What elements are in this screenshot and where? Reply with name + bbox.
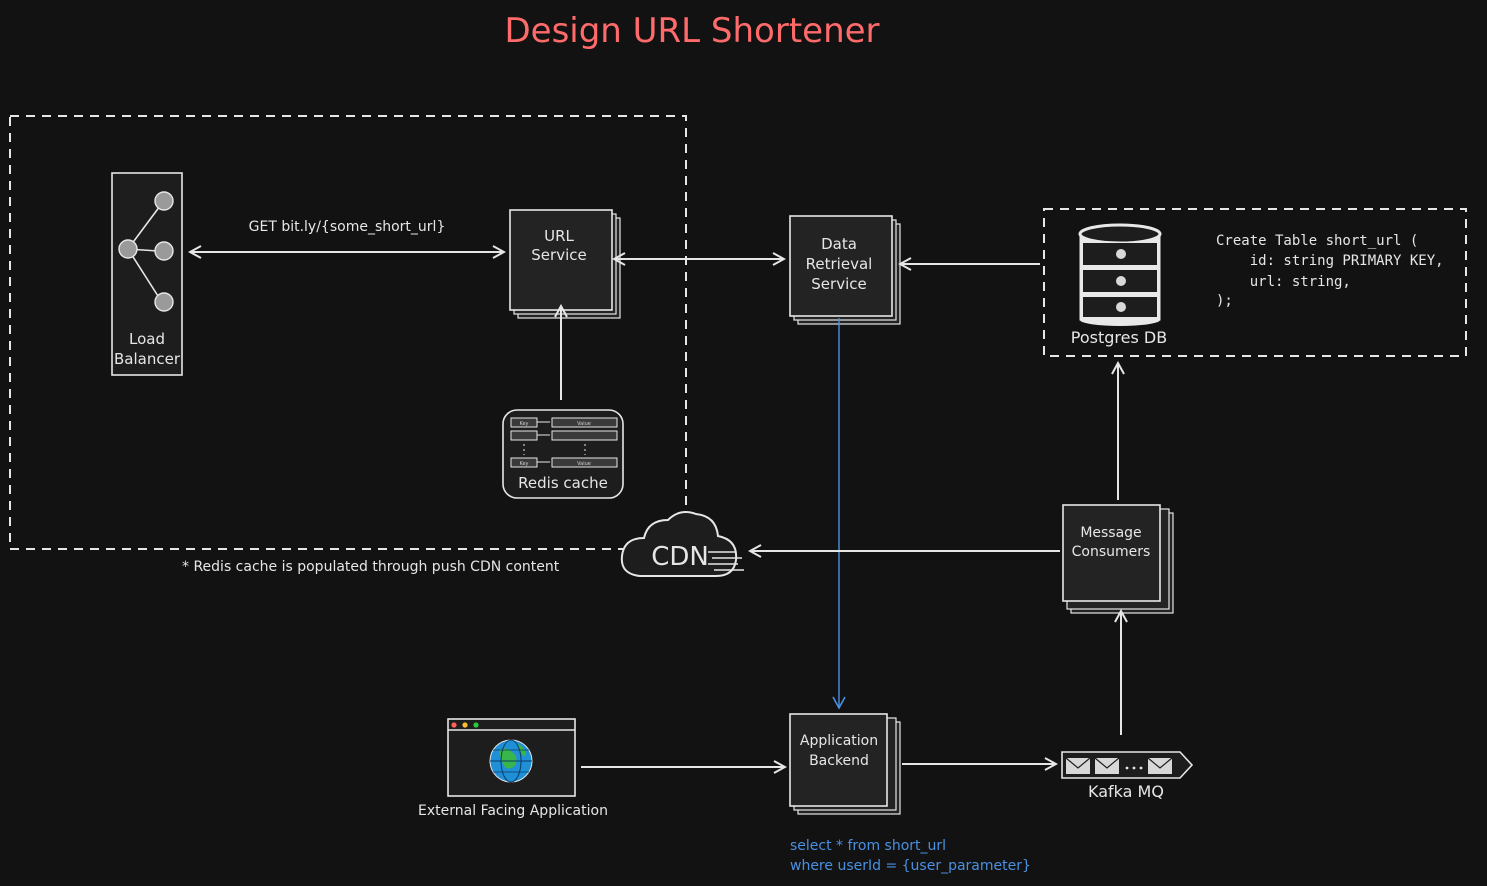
data-retrieval-label-1: Data bbox=[821, 235, 857, 253]
message-consumers-label-2: Consumers bbox=[1072, 544, 1151, 560]
globe-icon bbox=[489, 739, 533, 783]
load-balancer-icon bbox=[118, 191, 174, 312]
database-icon bbox=[1078, 223, 1162, 326]
key-value-store-icon: Key Value Key Value bbox=[510, 417, 618, 468]
message-consumers-node[interactable]: Message Consumers bbox=[1062, 504, 1174, 614]
url-service-label-1: URL bbox=[544, 227, 574, 245]
load-balancer-label-1: Load bbox=[129, 330, 165, 348]
envelope-icon bbox=[1065, 757, 1173, 774]
redis-key-tag-1: Key bbox=[519, 421, 528, 427]
redis-cache-label: Redis cache bbox=[518, 474, 608, 492]
query-line-2: where userId = {user_parameter} bbox=[790, 858, 1031, 874]
url-service-node[interactable]: URL Service bbox=[509, 209, 621, 319]
redis-value-tag-2: Value bbox=[577, 461, 591, 467]
load-balancer-label-2: Balancer bbox=[114, 350, 181, 368]
application-backend-label-1: Application bbox=[800, 733, 878, 749]
diagram-title: Design URL Shortener bbox=[504, 11, 879, 51]
database-group-boundary bbox=[1043, 208, 1467, 357]
message-consumers-label-1: Message bbox=[1080, 525, 1141, 541]
data-retrieval-label-3: Service bbox=[811, 275, 866, 293]
load-balancer-node[interactable]: Load Balancer bbox=[111, 172, 183, 376]
redis-value-tag-1: Value bbox=[577, 421, 591, 427]
kafka-mq-label: Kafka MQ bbox=[1088, 782, 1164, 801]
external-app-label: External Facing Application bbox=[418, 803, 608, 819]
cdn-node[interactable]: CDN bbox=[620, 511, 744, 577]
get-request-label: GET bit.ly/{some_short_url} bbox=[249, 219, 446, 235]
redis-population-note: * Redis cache is populated through push … bbox=[182, 559, 560, 575]
schema-line-3: url: string, bbox=[1216, 274, 1351, 290]
service-group-boundary bbox=[9, 115, 687, 550]
url-service-label-2: Service bbox=[531, 246, 586, 264]
postgres-db-label: Postgres DB bbox=[1071, 328, 1167, 347]
kafka-mq-node[interactable]: Kafka MQ bbox=[1061, 751, 1194, 801]
cloud-icon bbox=[620, 511, 738, 577]
data-retrieval-service-node[interactable]: Data Retrieval Service bbox=[789, 215, 901, 325]
postgres-db-node[interactable]: Postgres DB bbox=[1071, 223, 1167, 347]
redis-cache-node[interactable]: Key Value Key Value Redis cache bbox=[502, 409, 624, 499]
schema-line-1: Create Table short_url ( bbox=[1216, 233, 1418, 249]
cdn-label: CDN bbox=[651, 542, 709, 572]
data-retrieval-label-2: Retrieval bbox=[806, 255, 873, 273]
schema-line-2: id: string PRIMARY KEY, bbox=[1216, 253, 1444, 269]
external-app-node[interactable]: External Facing Application bbox=[418, 718, 608, 819]
schema-line-4: ); bbox=[1216, 293, 1233, 309]
application-backend-label-2: Backend bbox=[809, 753, 869, 769]
application-backend-node[interactable]: Application Backend bbox=[789, 713, 901, 815]
redis-key-tag-2: Key bbox=[519, 461, 528, 467]
query-line-1: select * from short_url bbox=[790, 838, 946, 854]
schema-sql: Create Table short_url ( id: string PRIM… bbox=[1216, 233, 1444, 309]
